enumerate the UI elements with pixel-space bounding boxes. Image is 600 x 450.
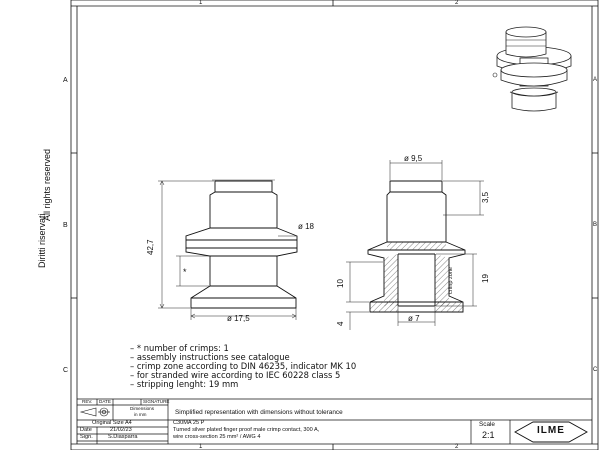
- note-crimps: – * number of crimps: 1: [130, 343, 229, 353]
- tb-scale-label: Scale: [479, 421, 495, 428]
- tb-description-1: Turned silver plated finger proof male c…: [173, 427, 320, 433]
- tb-date-label: DATE: [99, 399, 111, 404]
- tb-date-key: Date: [80, 427, 92, 433]
- rights-text-italian: Diritti riservati: [37, 213, 47, 268]
- dim-base-height: 4: [336, 321, 345, 326]
- dim-flange-diameter: ø 18: [298, 222, 315, 231]
- tb-signature-label: SIGNATURE: [143, 399, 170, 404]
- tb-scale-value: 2:1: [482, 430, 495, 440]
- grid-column-2-bottom: 2: [455, 444, 459, 450]
- side-view: [185, 179, 298, 309]
- ilme-logo: [514, 421, 588, 443]
- dim-crimp-length: 19: [481, 274, 490, 283]
- tb-sign-key: Sign.: [80, 434, 93, 440]
- grid-row-b-left: B: [63, 222, 68, 229]
- title-block-lines: [77, 398, 592, 444]
- dim-side-length: 10: [336, 279, 345, 288]
- projection-symbol: [79, 407, 110, 417]
- dim-bore-diameter: ø 7: [408, 314, 420, 323]
- crimp-mark: *: [183, 267, 187, 277]
- crimp-zone-label: crimp zone: [448, 267, 454, 294]
- rights-text-english: All rights reserved: [42, 148, 52, 221]
- contact-3d-view: [496, 26, 572, 112]
- tb-logo-text: ILME: [537, 425, 565, 436]
- tb-dimensions-unit: in mm: [134, 412, 147, 417]
- side-view-dimensions: [158, 180, 297, 320]
- tb-code: C30MA 25 P: [173, 420, 205, 426]
- grid-column-1-bottom: 1: [199, 444, 203, 450]
- tb-original-size: Original Size A4: [92, 420, 132, 426]
- grid-row-a-left: A: [63, 77, 68, 84]
- grid-row-b-right: B: [593, 222, 598, 228]
- tb-date-value: 21/02/23: [110, 427, 132, 433]
- note-crimp-zone: – crimp zone according to DIN 46235, ind…: [130, 361, 357, 371]
- dim-tip-length: 3,5: [481, 191, 490, 203]
- note-stripping: – stripping lenght: 19 mm: [130, 379, 239, 389]
- note-stranded-wire: – for stranded wire according to IEC 602…: [130, 370, 341, 380]
- tb-rev-label: REV.: [82, 399, 93, 404]
- tb-sign-value: S.Diasparra: [108, 434, 138, 440]
- grid-row-a-right: A: [593, 77, 598, 83]
- note-assembly: – assembly instructions see catalogue: [130, 352, 290, 362]
- dim-base-diameter: ø 17,5: [227, 314, 250, 323]
- section-view-dimensions: [346, 160, 484, 330]
- grid-row-c-left: C: [63, 367, 69, 374]
- grid-column-2-top: 2: [455, 0, 459, 6]
- grid-row-c-right: C: [593, 367, 598, 373]
- dim-top-diameter: ø 9,5: [404, 154, 423, 163]
- dim-total-length: 42,7: [146, 239, 155, 255]
- tb-description-2: wire cross-section 25 mm² / AWG 4: [173, 434, 261, 440]
- grid-column-1-top: 1: [199, 0, 203, 6]
- tb-representation: Simplified representation with dimension…: [175, 409, 343, 416]
- tb-dimensions-label: Dimensions: [130, 406, 154, 411]
